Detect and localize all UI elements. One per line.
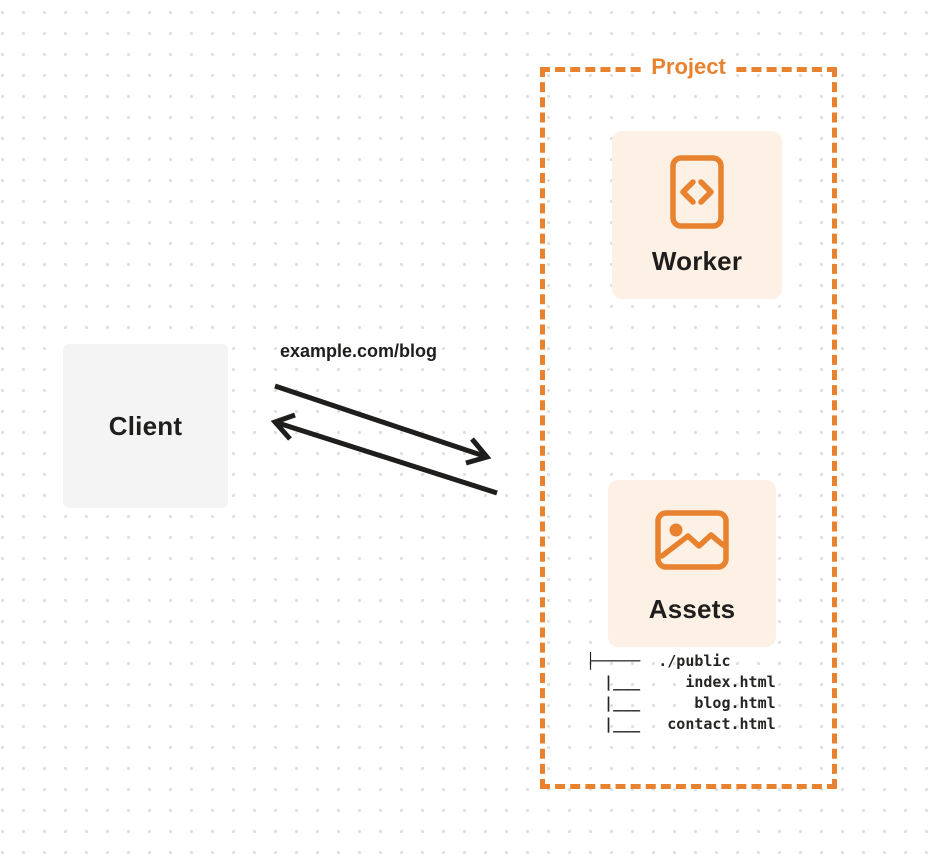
request-url-label: example.com/blog bbox=[280, 341, 438, 361]
code-file-icon bbox=[670, 155, 724, 229]
worker-label: Worker bbox=[651, 246, 743, 276]
client-node: Client bbox=[63, 344, 228, 508]
worker-node: Worker bbox=[612, 131, 782, 299]
project-boundary: Project Worker Assets ├───── ./p bbox=[540, 53, 837, 789]
assets-node: Assets bbox=[608, 480, 776, 647]
arrow-up-left-icon bbox=[270, 412, 498, 496]
assets-label: Assets bbox=[648, 594, 736, 624]
request-response-arrows bbox=[270, 383, 498, 496]
project-label: Project bbox=[642, 53, 735, 81]
client-label: Client bbox=[108, 410, 183, 441]
assets-file-tree: ├───── ./public |___ index.html |___ blo… bbox=[586, 652, 776, 733]
arrow-down-right-icon bbox=[274, 383, 492, 466]
image-icon bbox=[655, 510, 729, 570]
